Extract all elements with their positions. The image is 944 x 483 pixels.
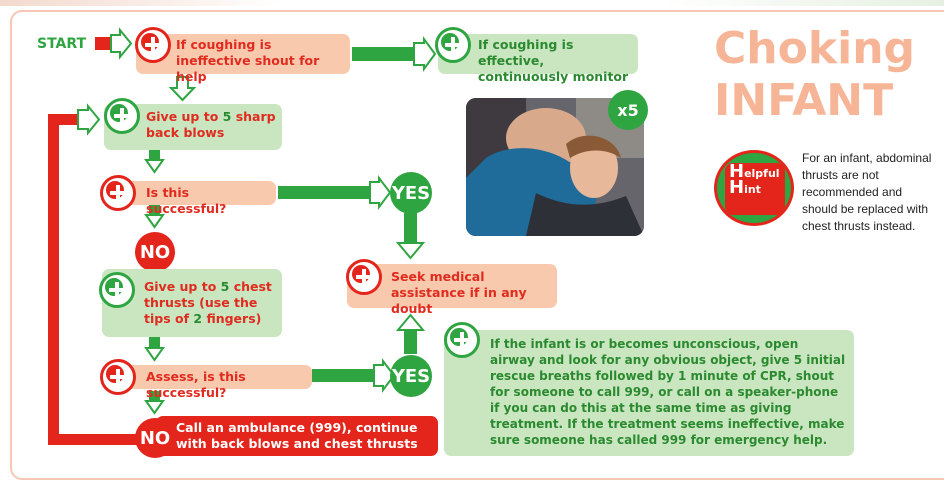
red-cross-icon — [346, 259, 382, 295]
connector-yes-seek — [404, 213, 417, 243]
arrow-down-4 — [144, 347, 165, 362]
arrow-up-yes — [395, 313, 426, 331]
arrow-to-effective — [413, 35, 437, 73]
step-coughing-ineffective-text: If coughing is ineffective shout for hel… — [176, 37, 320, 84]
title-line1: Choking — [714, 23, 916, 74]
connector-to-yes-2 — [312, 369, 374, 382]
loop-left-vertical — [48, 114, 59, 445]
green-cross-icon — [99, 272, 135, 308]
x5-badge: x5 — [608, 90, 648, 130]
green-cross-icon — [104, 98, 140, 134]
red-cross-icon — [100, 359, 136, 395]
connector-bb-down — [149, 150, 160, 160]
loop-top — [48, 114, 78, 125]
step-is-successful-text: Is this successful? — [146, 185, 227, 216]
helpful-hint-text: For an infant, abdominal thrusts are not… — [802, 151, 932, 233]
chest-num2: 2 — [193, 311, 203, 326]
hint-cap-1: H — [729, 161, 745, 182]
connector-chest-down — [149, 337, 160, 348]
hint-line-2: int — [744, 183, 761, 196]
arrow-down-3 — [144, 214, 165, 229]
top-accent-line — [0, 0, 944, 6]
diagram-frame — [10, 10, 944, 480]
yes-badge: YES — [390, 355, 432, 397]
helpful-hint-badge: Helpful Hint — [714, 150, 794, 226]
green-cross-icon — [444, 322, 480, 358]
step-coughing-effective-text: If coughing is effective, continuously m… — [478, 37, 629, 84]
arrow-down-2 — [144, 159, 165, 174]
chest-num: 5 — [220, 279, 230, 294]
hint-cap-2: H — [729, 177, 745, 198]
arrow-down-1 — [168, 76, 197, 102]
step-seek-medical-text: Seek medical assistance if in any doubt — [391, 269, 527, 316]
title-line2: INFANT — [714, 75, 894, 126]
chest-pre: Give up to — [144, 279, 221, 294]
step-seek-medical: Seek medical assistance if in any doubt — [347, 264, 557, 316]
connector-no-down — [149, 205, 160, 215]
loop-bottom — [48, 434, 144, 445]
step-coughing-ineffective: If coughing is ineffective shout for hel… — [136, 34, 350, 84]
connector-yes2-seek — [404, 330, 417, 354]
step-assess-successful-text: Assess, is this successful? — [146, 369, 246, 400]
arrow-to-yes-2 — [373, 358, 396, 393]
step-call-ambulance: Call an ambulance (999), continue with b… — [156, 416, 438, 456]
infant-back-blows-photo — [466, 98, 644, 236]
no-badge: NO — [135, 232, 175, 272]
info-unconscious: If the infant is or becomes unconscious,… — [444, 330, 854, 456]
hint-line-1: elpful — [744, 167, 780, 180]
info-unconscious-text: If the infant is or becomes unconscious,… — [490, 337, 846, 447]
photo-illustration — [466, 98, 644, 236]
green-cross-icon — [435, 27, 471, 63]
connector-to-effective — [352, 47, 414, 61]
connector-to-yes-1 — [278, 186, 370, 199]
step-assess-successful: Assess, is this successful? — [104, 365, 312, 400]
loop-top-arrow — [77, 103, 101, 136]
step-coughing-effective: If coughing is effective, continuously m… — [438, 34, 638, 84]
chest-end: fingers) — [202, 311, 262, 326]
arrow-down-yes — [395, 242, 426, 260]
step-call-ambulance-text: Call an ambulance (999), continue with b… — [176, 420, 418, 451]
red-cross-icon — [100, 175, 136, 211]
connector-assess-down — [149, 391, 160, 401]
helpful-hint-inner: Helpful Hint — [725, 163, 785, 215]
start-label: START — [37, 36, 87, 52]
yes-badge: YES — [390, 172, 432, 214]
back-blows-post: sharp back blows — [146, 109, 276, 140]
start-connector — [95, 37, 111, 50]
arrow-to-yes-1 — [369, 175, 392, 210]
back-blows-num: 5 — [222, 109, 232, 124]
chest-post: chest thrusts (use the tips of — [144, 279, 272, 326]
no-badge: NO — [135, 418, 175, 458]
start-arrow — [110, 27, 133, 60]
red-cross-icon — [135, 27, 171, 63]
back-blows-pre: Give up to — [146, 109, 223, 124]
arrow-down-5 — [144, 400, 165, 415]
